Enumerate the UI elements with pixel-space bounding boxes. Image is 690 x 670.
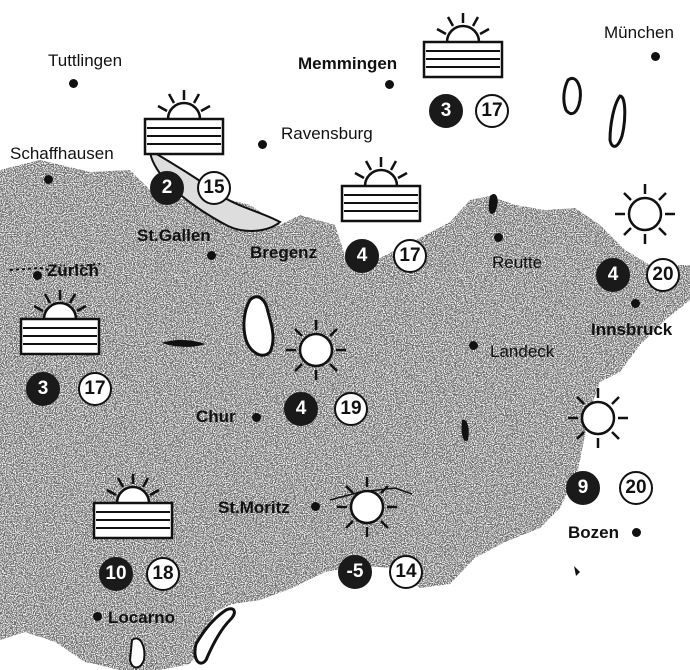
innsbruck-sun-icon [615,184,675,244]
temp-min-bregenz: 4 [345,239,379,273]
temp-max-locarno: 18 [146,557,180,591]
city-label-landeck: Landeck [490,342,555,361]
temp-max-zuerich: 17 [78,372,112,406]
city-dot-muenchen [651,52,660,61]
city-label-innsbruck: Innsbruck [591,320,673,339]
locarno-sun-fog-icon [92,474,174,540]
lake-adda [461,419,469,442]
temp-max-innsbruck: 20 [646,258,680,292]
city-dot-ravensburg [258,140,267,149]
city-label-schaffhausen: Schaffhausen [10,144,114,163]
bregenz-sun-fog-icon [340,157,422,223]
city-label-zuerich: Zürich [47,261,99,280]
bozen-sun-icon [568,388,628,448]
temp-min-locarno: 10 [99,557,133,591]
temp-min-stgallen: 2 [150,171,184,205]
city-label-bozen: Bozen [568,523,619,542]
city-dot-chur [252,413,261,422]
temp-max-bregenz: 17 [393,239,427,273]
city-dot-innsbruck [631,299,640,308]
city-dot-landeck [469,341,478,350]
city-label-locarno: Locarno [108,608,176,627]
chur-sun-icon [286,320,346,380]
city-dot-tuttlingen [69,79,78,88]
memmingen-sun-fog-icon [422,13,504,79]
lake-walensee [162,340,205,347]
city-dot-reutte [494,233,503,242]
lake-ammersee [562,77,582,116]
border-line [9,263,101,274]
city-label-reutte: Reutte [492,253,543,272]
lake-chur-area [242,295,275,357]
zuerich-sun-fog-icon [19,290,101,356]
temp-min-memmingen: 3 [429,94,463,128]
city-label-tuttlingen: Tuttlingen [48,51,123,70]
city-label-memmingen: Memmingen [298,54,398,73]
city-dot-stgallen [207,251,216,260]
temp-min-zuerich: 3 [26,372,60,406]
city-dot-stmoritz [311,502,320,511]
temp-max-bozen: 20 [619,471,653,505]
temp-min-bozen: 9 [566,471,600,505]
city-dot-locarno [93,612,102,621]
city-dot-schaffhausen [44,175,53,184]
city-dot-memmingen [385,80,394,89]
stmoritz-sun-icon [337,477,397,537]
lake-maggiore [128,637,146,669]
lake-forggensee [488,193,498,214]
city-label-stgallen: St.Gallen [137,226,211,245]
temp-max-memmingen: 17 [475,94,509,128]
city-label-muenchen: München [604,23,674,42]
city-dot-zuerich [33,271,42,280]
temp-max-stmoritz: 14 [389,555,423,589]
city-label-bregenz: Bregenz [250,243,318,262]
city-label-ravensburg: Ravensburg [281,124,373,143]
temp-max-chur: 19 [334,392,368,426]
city-label-stmoritz: St.Moritz [218,498,290,517]
temp-max-stgallen: 15 [197,171,231,205]
stgallen-sun-fog-icon [143,90,225,156]
temp-min-chur: 4 [284,392,318,426]
city-label-chur: Chur [196,407,236,426]
lake-starnberg [608,94,627,148]
temp-min-stmoritz: -5 [338,555,372,589]
lake-como [193,607,236,665]
city-dot-bozen [632,528,641,537]
marker-bozen-south [574,566,580,576]
river-line [329,487,413,501]
temp-min-innsbruck: 4 [596,258,630,292]
